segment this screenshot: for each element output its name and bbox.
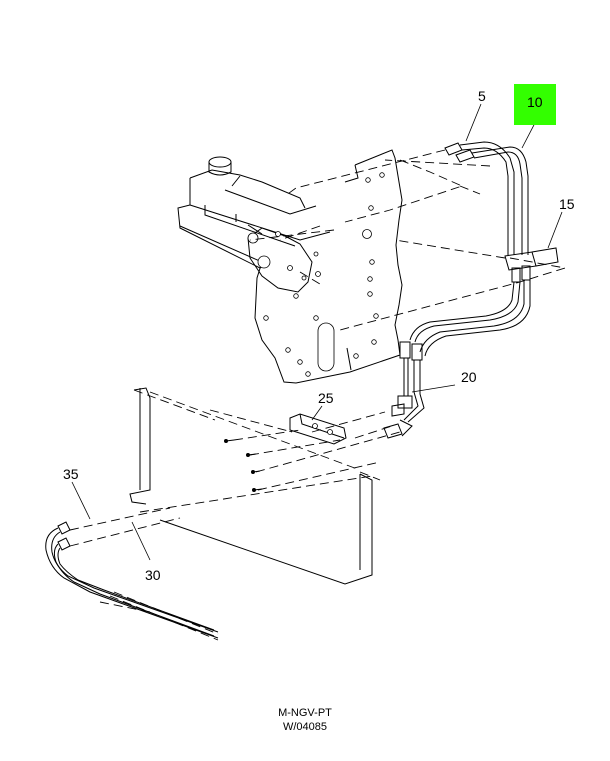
lower-panel [129,387,373,585]
drawing-code: M-NGV-PT [278,707,332,719]
upper-tube-assembly [383,141,559,439]
callout-5: 5 [478,88,486,104]
leader-lines [71,103,563,561]
callout-10-highlight [514,84,556,125]
drawing-number: W/04085 [282,721,328,733]
bolts [224,439,263,492]
callout-labels: 5 10 15 20 25 35 30 [63,84,575,583]
callout-30: 30 [145,567,161,583]
callout-15: 15 [559,196,575,212]
frame-plate [179,149,403,384]
lower-tubes [45,521,219,641]
projection-lines [69,149,566,613]
bracket-25 [289,413,347,445]
callout-20: 20 [461,369,477,385]
callout-35: 35 [63,466,79,482]
callout-10: 10 [527,94,543,110]
callout-25: 25 [318,390,334,406]
reservoir-tank [177,156,331,293]
